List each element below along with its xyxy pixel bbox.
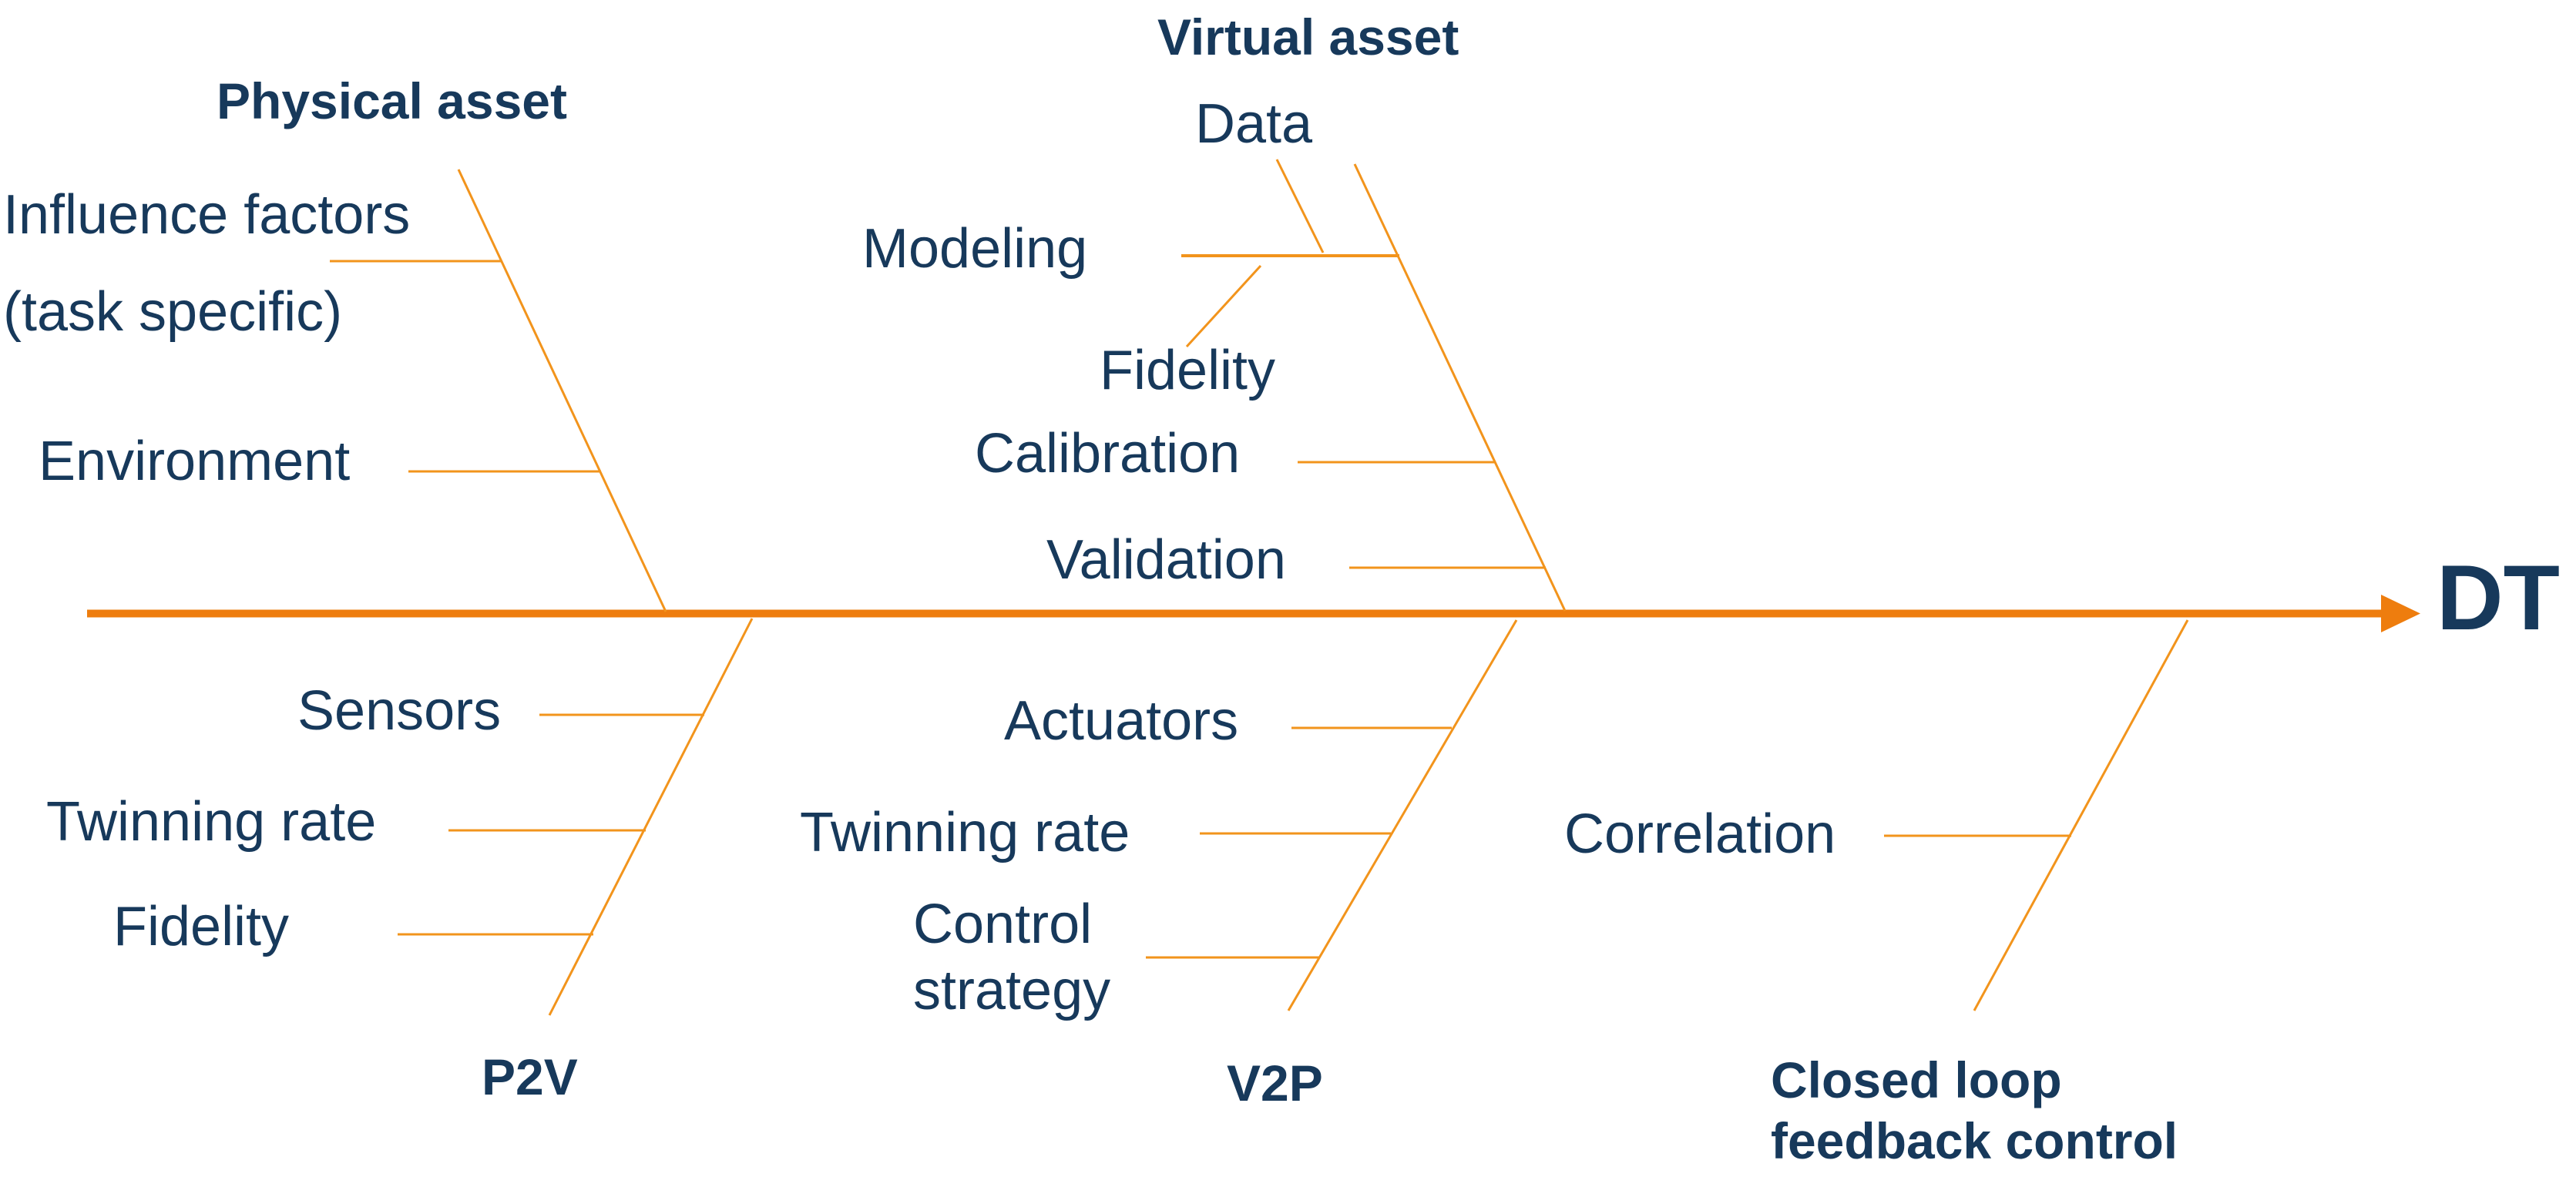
virtual-asset-title: Virtual asset — [1157, 8, 1459, 65]
fidelity-sub-branch-line — [1185, 264, 1262, 348]
twinning-rate-mid-label: Twinning rate — [800, 802, 1130, 863]
influence-factors-label-line2: (task specific) — [3, 281, 343, 343]
closed-loop-title-line1: Closed loop — [1771, 1051, 2062, 1108]
v2p-title: V2P — [1227, 1055, 1323, 1112]
fidelity-left-label: Fidelity — [113, 896, 290, 957]
validation-label: Validation — [1046, 529, 1286, 591]
dt-label: DT — [2437, 546, 2560, 649]
physical-asset-title: Physical asset — [217, 72, 567, 129]
correlation-label: Correlation — [1564, 803, 1836, 865]
spine-arrowhead-icon — [2381, 595, 2420, 632]
closed-loop-branch-line — [1973, 619, 2189, 1011]
fidelity-top-label: Fidelity — [1100, 340, 1276, 401]
influence-factors-label-line1: Influence factors — [3, 184, 411, 246]
control-strategy-label-line1: Control — [913, 894, 1093, 955]
actuators-label: Actuators — [1004, 690, 1239, 752]
virtual-asset-branch-line — [1353, 163, 1567, 612]
closed-loop-title-line2: feedback control — [1771, 1112, 2178, 1169]
data-label: Data — [1195, 93, 1313, 155]
p2v-branch-line — [548, 618, 754, 1016]
p2v-title: P2V — [482, 1048, 578, 1105]
sensors-label: Sensors — [297, 680, 502, 742]
data-connector-line — [1275, 159, 1325, 253]
control-strategy-label-line2: strategy — [913, 960, 1111, 1021]
modeling-label: Modeling — [862, 218, 1088, 280]
calibration-label: Calibration — [975, 423, 1241, 485]
physical-asset-branch-line — [457, 169, 667, 612]
twinning-rate-left-label: Twinning rate — [46, 791, 377, 853]
v2p-branch-line — [1287, 619, 1518, 1011]
environment-label: Environment — [39, 431, 351, 492]
